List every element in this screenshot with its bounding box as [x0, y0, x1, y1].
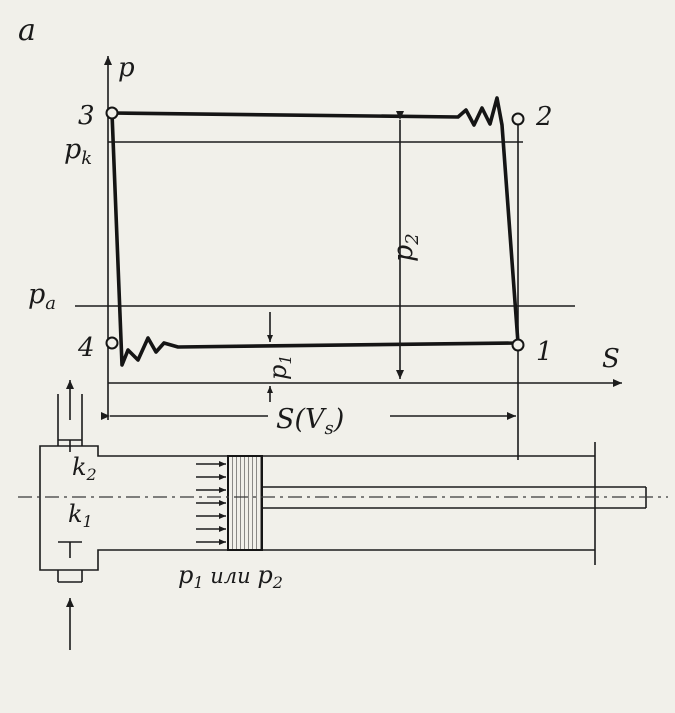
- point-4-label: 4: [77, 333, 95, 363]
- stroke-label: S(Vs): [276, 404, 344, 439]
- point-3-label: 3: [78, 101, 95, 131]
- point-1-marker: [511, 338, 525, 352]
- cycle-curve: [110, 96, 520, 367]
- cylinder-bottom-wall: [39, 510, 595, 571]
- p-axis-label: p: [118, 53, 135, 83]
- valve-k2-label: k2: [72, 453, 97, 484]
- pa-label: pa: [28, 279, 56, 314]
- valve-k1-label: k1: [68, 500, 93, 531]
- point-2-label: 2: [535, 102, 553, 132]
- pressure-arrows: [196, 461, 226, 545]
- panel-label: a: [18, 13, 36, 48]
- piston: [227, 455, 263, 551]
- p1-label: p1: [264, 354, 295, 380]
- point-4-marker: [105, 336, 119, 350]
- cylinder-top-wall: [39, 445, 595, 510]
- suction-valve: [57, 541, 83, 650]
- point-2-marker: [511, 112, 525, 126]
- point-3-marker: [105, 106, 119, 120]
- piston-pressure-caption: p1 или p2: [178, 561, 283, 592]
- discharge-valve: [57, 380, 83, 452]
- point-1-label: 1: [536, 337, 553, 367]
- p2-label: p2: [388, 233, 423, 262]
- pk-label: pk: [64, 134, 92, 169]
- stroke-label-backdrop: [268, 402, 390, 432]
- s-axis-label: S: [602, 344, 620, 374]
